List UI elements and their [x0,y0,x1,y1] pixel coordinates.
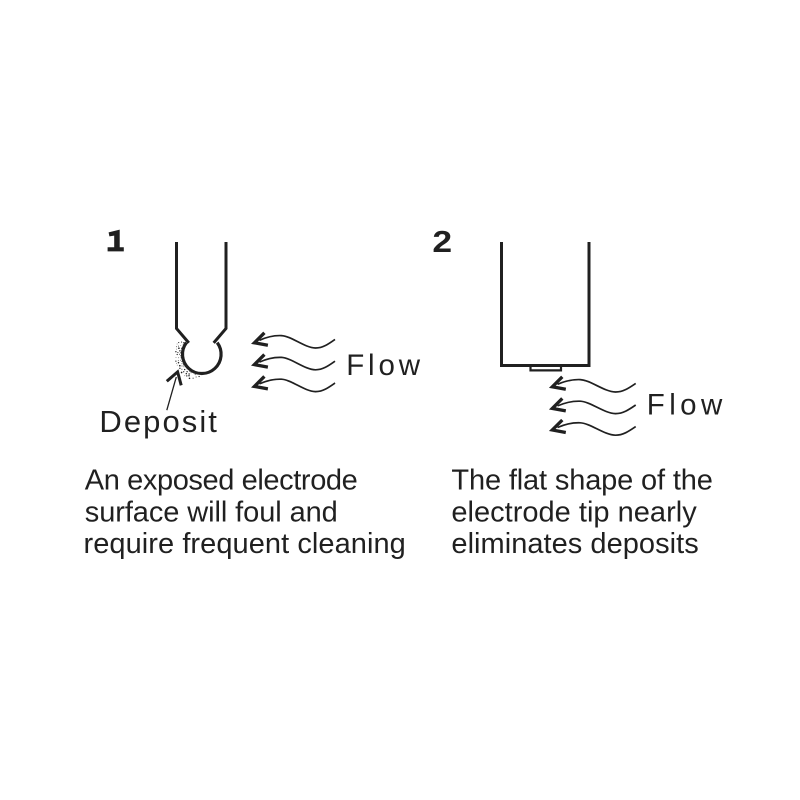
svg-text:eliminates deposits: eliminates deposits [451,528,698,560]
svg-text:The flat shape of the: The flat shape of the [451,464,713,496]
svg-text:Deposit: Deposit [99,404,217,439]
svg-text:Flow: Flow [647,388,723,421]
svg-text:Flow: Flow [346,349,420,382]
svg-text:surface will foul and: surface will foul and [85,496,338,528]
svg-text:An exposed electrode: An exposed electrode [85,464,358,496]
svg-text:2: 2 [432,225,452,259]
svg-text:require frequent cleaning: require frequent cleaning [84,528,406,560]
svg-text:electrode tip nearly: electrode tip nearly [451,496,697,528]
